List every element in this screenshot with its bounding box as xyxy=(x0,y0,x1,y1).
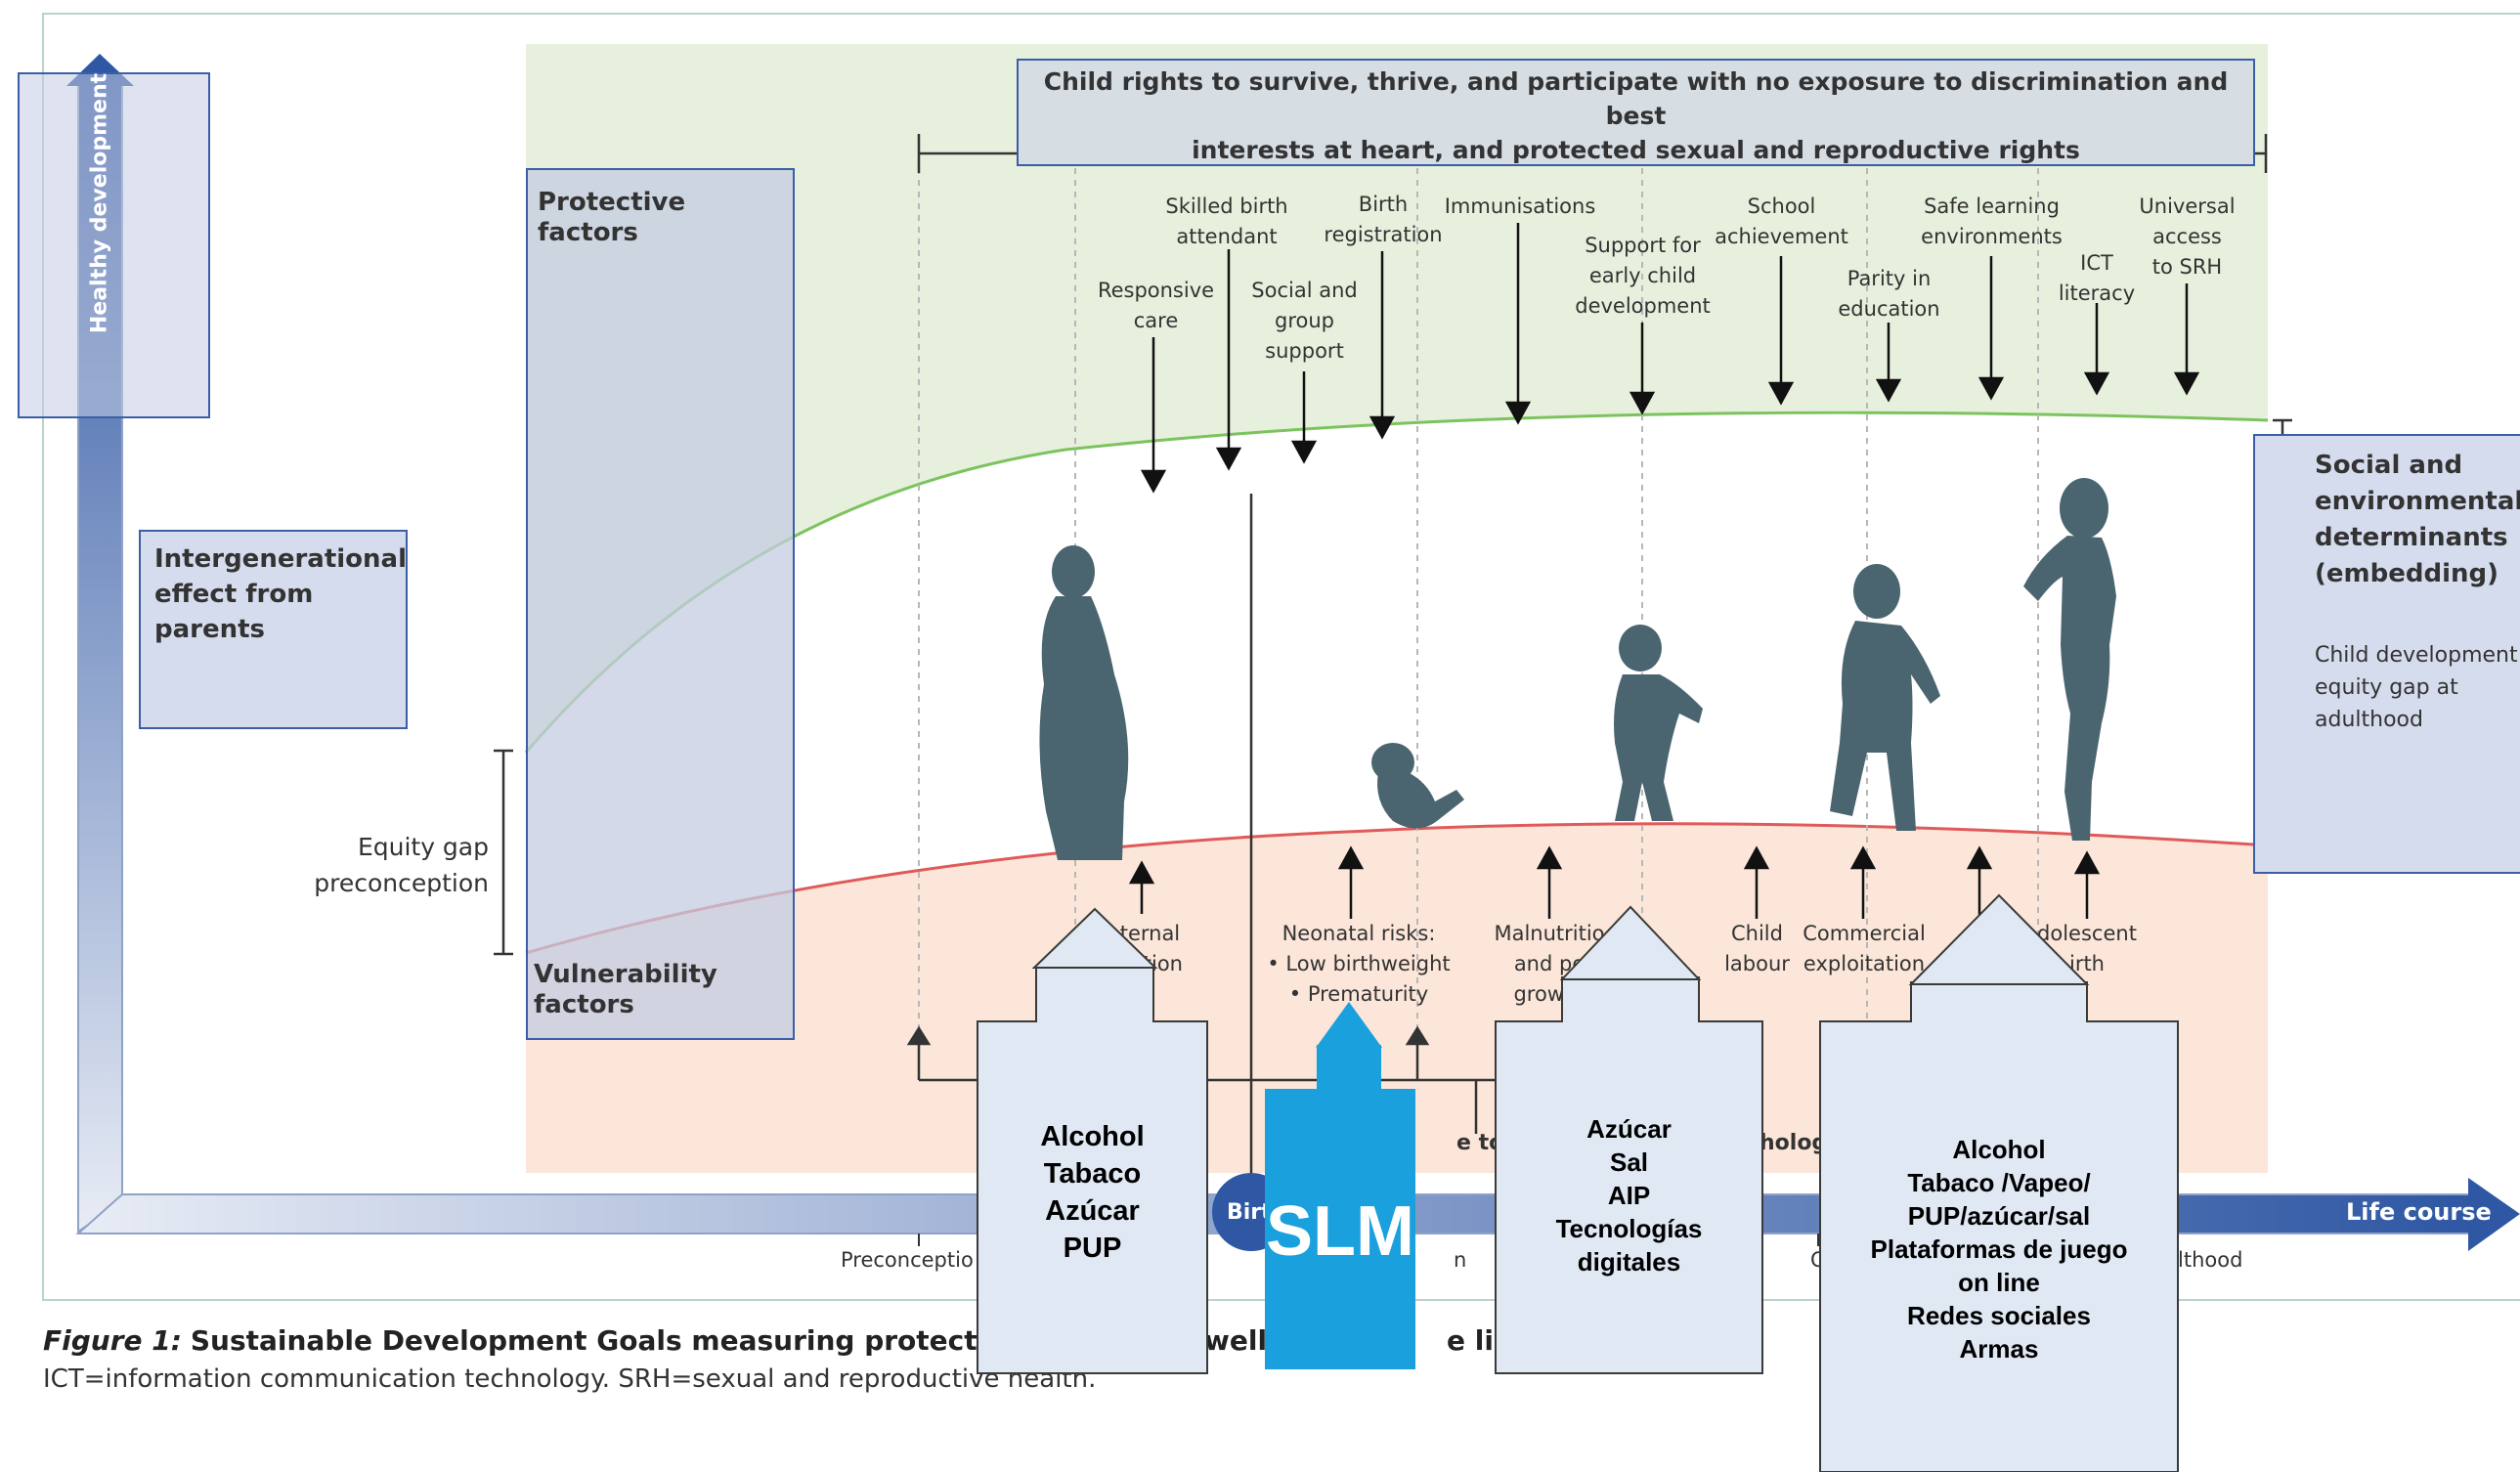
rights-box xyxy=(1017,59,2255,166)
caption-title-end: e li xyxy=(1447,1324,1494,1357)
baby-silhouette xyxy=(1371,743,1464,829)
factor-early-child-development: Support for early child development xyxy=(1575,234,1711,318)
vulnerability-factors-label: Vulnerability factors xyxy=(534,960,717,1019)
factor-ict-literacy: ICT literacy xyxy=(2058,251,2136,305)
healthy-development-box xyxy=(18,72,210,418)
x-axis-label: Life course xyxy=(2346,1198,2492,1226)
risk-maternal-deprivation: aternal rivation xyxy=(1105,922,1183,975)
equity-gap-bracket xyxy=(494,749,513,956)
figure-caption: Figure 1: Sustainable Development Goals … xyxy=(43,1324,1157,1357)
toddler-silhouette xyxy=(1614,625,1703,821)
x-tick-adulthood: lthood xyxy=(2178,1248,2243,1272)
protective-arrows xyxy=(1140,223,2200,494)
factor-birth-registration: Birth registration xyxy=(1324,193,1443,246)
determinants-box xyxy=(2253,434,2520,874)
factor-skilled-birth-attendant: Skilled birth attendant xyxy=(1165,195,1288,248)
risk-commercial-exploitation: Commercial exploitation xyxy=(1803,922,1926,975)
factor-universal-access-srh: Universal access to SRH xyxy=(2139,195,2236,279)
adolescent-silhouette xyxy=(2023,478,2116,841)
partial-text-holog: holog xyxy=(1760,1131,1828,1155)
risk-malnutrition: Malnutritio and po growth xyxy=(1494,922,1605,1006)
protective-factors-box xyxy=(526,168,795,1040)
risk-neonatal: Neonatal risks: • Low birthweight • Prem… xyxy=(1267,922,1451,1006)
child-silhouette xyxy=(1830,564,1940,831)
callout-3-text: Azúcar Sal AIP Tecnologías digitales xyxy=(1555,1113,1703,1277)
intergenerational-box xyxy=(139,530,408,729)
callout-1-text: Alcohol Tabaco Azúcar PUP xyxy=(1040,1121,1145,1264)
factor-parity-education: Parity in education xyxy=(1838,267,1940,321)
x-axis-arrowhead xyxy=(2468,1178,2520,1251)
protective-factors-label: Protective factors xyxy=(538,188,686,247)
determinants-title: Social and environmental determinants (e… xyxy=(2315,451,2520,588)
risk-child-labour: Child labour xyxy=(1724,922,1790,975)
x-tick-preconception: Preconceptio xyxy=(841,1248,974,1272)
silhouettes xyxy=(1039,478,2116,860)
caption-note: ICT=information communication technology… xyxy=(43,1364,1097,1394)
intergenerational-label: Intergenerational effect from parents xyxy=(154,544,407,644)
pregnant-woman-silhouette xyxy=(1039,545,1129,860)
caption-title-mid: wellb xyxy=(1204,1324,1287,1357)
white-band xyxy=(526,412,2268,953)
caption-figure-label: Figure 1: xyxy=(43,1324,182,1357)
determinants-body: Child development equity gap at adulthoo… xyxy=(2315,643,2518,732)
factor-responsive-care: Responsive care xyxy=(1097,279,1215,332)
x-tick-n: n xyxy=(1454,1248,1467,1272)
factor-social-group-support: Social and group support xyxy=(1251,279,1358,363)
caption-title-start: Sustainable Development Goals measuring … xyxy=(190,1324,1157,1357)
slm-text: SLM xyxy=(1266,1192,1414,1271)
rights-text: Child rights to survive, thrive, and par… xyxy=(1043,67,2229,164)
callout-4-text: Alcohol Tabaco /Vapeo/ PUP/azúcar/sal Pl… xyxy=(1870,1134,2128,1364)
factor-school-achievement: School achievement xyxy=(1715,195,1848,248)
y-axis-label: Healthy development xyxy=(87,72,112,334)
equity-gap-label: Equity gap preconception xyxy=(314,833,489,897)
protective-band xyxy=(526,44,2268,753)
factor-safe-learning: Safe learning environments xyxy=(1921,195,2063,248)
risk-adolescent-birth: dolescent irth xyxy=(2037,922,2137,975)
birth-marker-label: Birt xyxy=(1227,1200,1272,1225)
factor-immunisations: Immunisations xyxy=(1444,195,1596,218)
